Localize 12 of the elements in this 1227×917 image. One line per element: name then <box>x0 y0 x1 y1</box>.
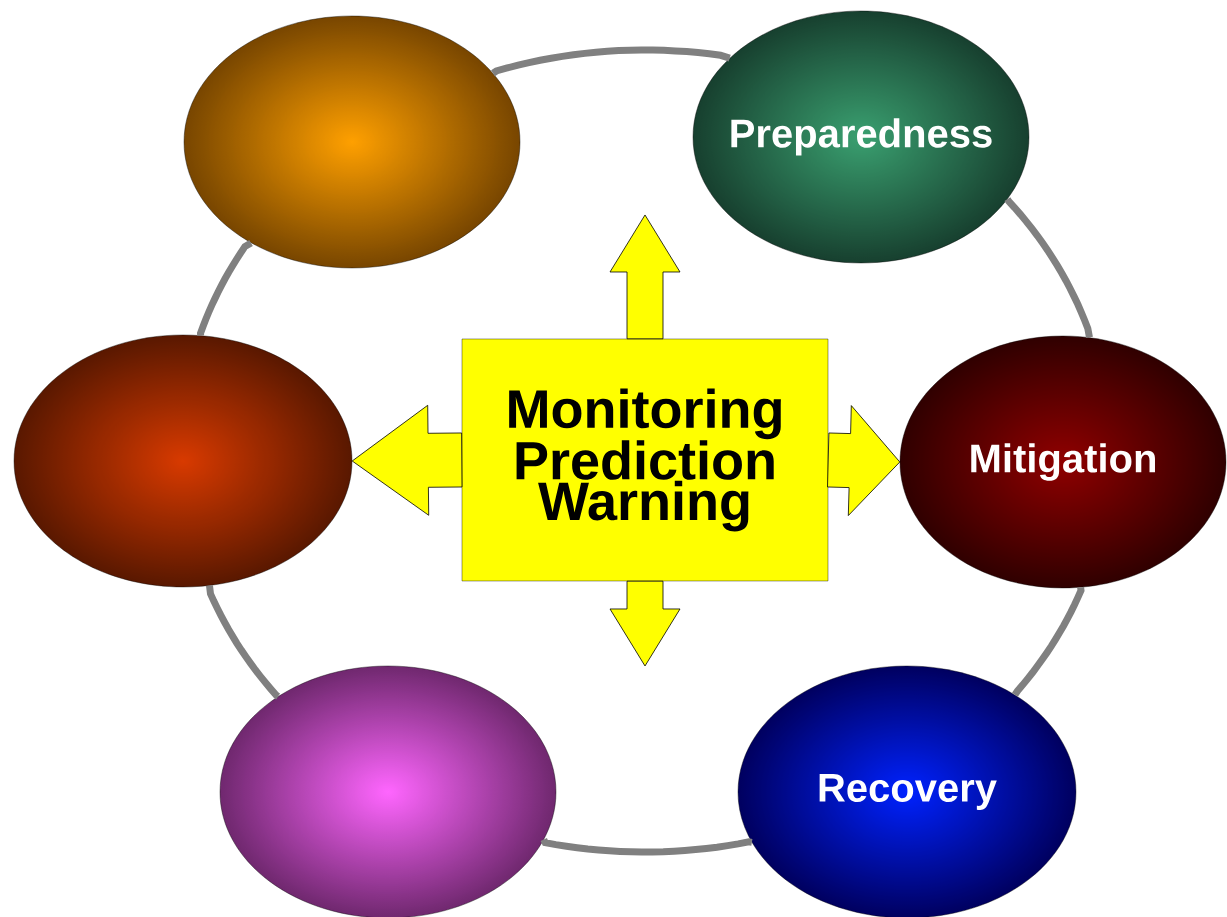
ring-arc <box>491 46 731 77</box>
block-arrow <box>827 405 901 516</box>
ring-arc <box>196 239 253 337</box>
block-arrow <box>609 580 681 667</box>
ring-arc <box>206 585 281 700</box>
block-arrow <box>609 214 681 340</box>
center-box: Monitoring Prediction Warning <box>461 338 829 582</box>
stage-ellipse <box>183 15 521 269</box>
block-arrow <box>351 404 463 516</box>
stage-ellipse <box>13 334 353 588</box>
ring-arc <box>540 838 753 856</box>
ring-arc <box>1004 197 1093 339</box>
